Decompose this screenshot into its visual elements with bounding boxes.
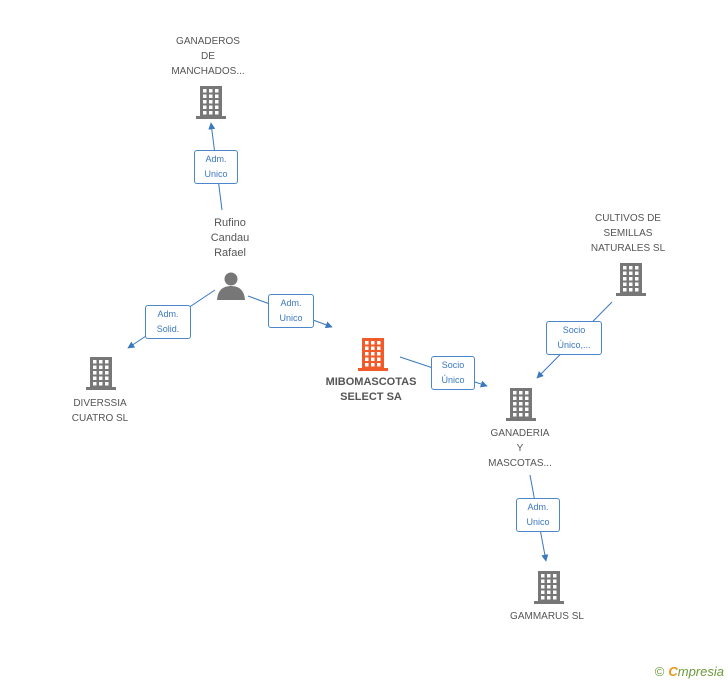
edge-label-rufino-mibomascotas[interactable]: Adm. Unico — [268, 294, 314, 328]
node-label-ganaderos[interactable]: GANADEROS DE MANCHADOS... — [171, 36, 245, 77]
building-main-icon[interactable] — [358, 338, 388, 371]
edge-label-cultivos-ganaderia[interactable]: Socio Único,... — [546, 321, 602, 355]
node-label-cultivos[interactable]: CULTIVOS DE SEMILLAS NATURALES SL — [590, 213, 666, 254]
node-label-gammarus[interactable]: GAMMARUS SL — [510, 611, 584, 622]
node-icons — [86, 86, 646, 604]
edge-label-rufino-ganaderos[interactable]: Adm. Unico — [194, 150, 238, 184]
edge-label-ganaderia-gammarus[interactable]: Adm. Unico — [516, 498, 560, 532]
brand-name: mpresia — [677, 664, 724, 679]
empresia-logo: ©Cmpresia — [655, 664, 724, 679]
building-icon[interactable] — [534, 571, 564, 604]
person-icon[interactable] — [217, 272, 245, 301]
edge-label-mibomascotas-ganaderia[interactable]: Socio Único — [431, 356, 475, 390]
copyright-symbol: © — [654, 664, 665, 679]
building-icon[interactable] — [86, 357, 116, 390]
brand-initial: C — [668, 664, 678, 679]
edge-label-rufino-diverssia[interactable]: Adm. Solid. — [145, 305, 191, 339]
building-icon[interactable] — [616, 263, 646, 296]
node-label-diverssia[interactable]: DIVERSSIA CUATRO SL — [71, 398, 129, 424]
node-label-mibomascotas[interactable]: MIBOMASCOTAS SELECT SA — [325, 376, 417, 403]
node-label-ganaderia[interactable]: GANADERIA Y MASCOTAS... — [488, 428, 552, 469]
building-icon[interactable] — [506, 388, 536, 421]
node-label-rufino[interactable]: Rufino Candau Rafael — [210, 217, 250, 259]
building-icon[interactable] — [196, 86, 226, 119]
